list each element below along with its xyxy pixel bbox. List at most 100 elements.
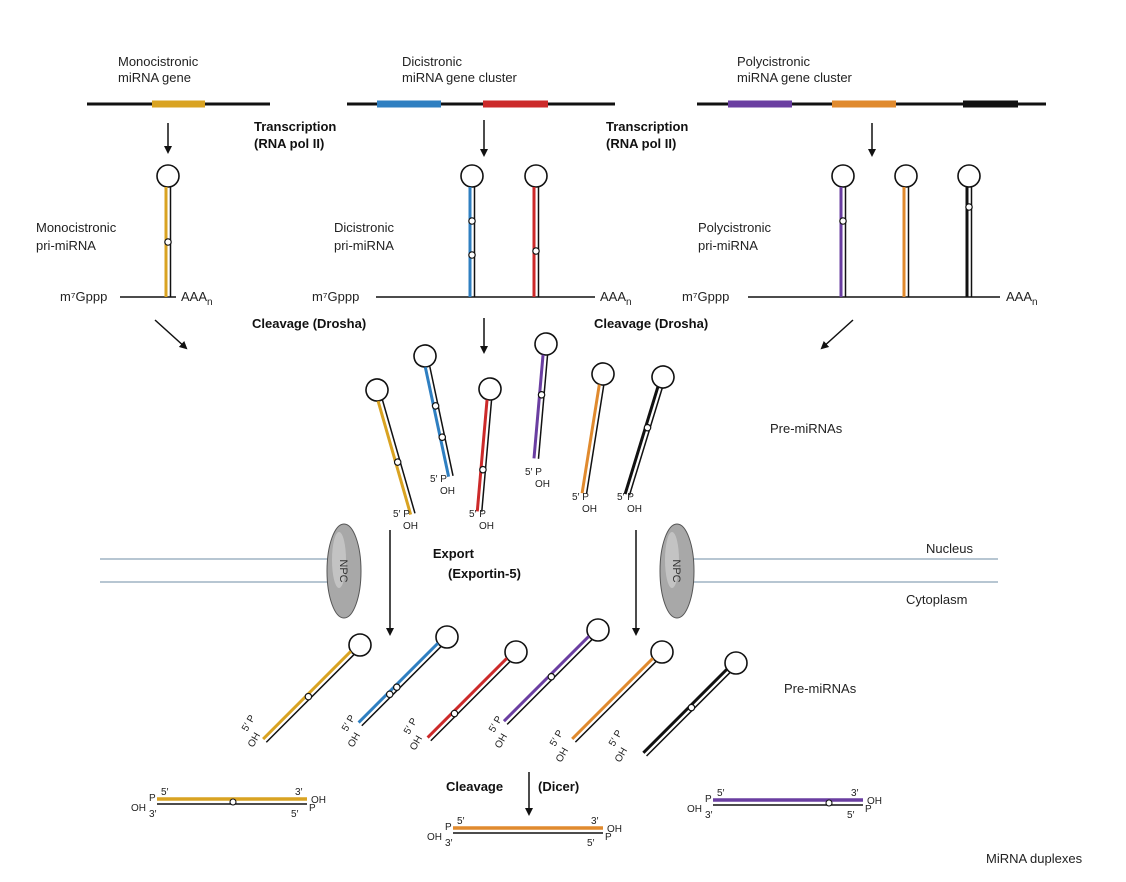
five-prime-bottom: 5′	[847, 810, 855, 821]
pre-mirna-cyt-blue	[357, 625, 459, 727]
svg-text:NPC: NPC	[337, 559, 349, 582]
oh-left: OH	[131, 803, 146, 814]
three-prime-top: 3′	[591, 816, 599, 827]
five-prime-label: 5′ P	[402, 716, 420, 736]
p-bottom: P	[865, 804, 872, 815]
pre-mirna-nuc-black	[623, 365, 675, 496]
mono-pri-backbone: m⁷Gppp AAAn	[60, 289, 213, 308]
three-prime-bottom: 3′	[705, 810, 713, 821]
oh-label: OH	[535, 479, 550, 490]
five-prime-bottom: 5′	[587, 838, 595, 849]
npc-left: NPC	[326, 523, 362, 619]
pre-mirna-nuc-orange	[580, 362, 615, 495]
three-prime-top: 3′	[295, 787, 303, 798]
pre-mirna-nuc-red	[475, 377, 502, 512]
pre-mirna-nuc-blue	[413, 344, 454, 478]
pri-hairpin-red	[524, 164, 548, 297]
five-prime-label: 5′ P	[240, 713, 258, 733]
three-prime-bottom: 3′	[445, 838, 453, 849]
di-gene-label-1: Dicistronic	[402, 54, 462, 69]
mono-pri-label-1: Monocistronic	[36, 220, 117, 235]
di-pri-label-1: Dicistronic	[334, 220, 394, 235]
mirna-duplexes: 5′POH3′3′OH5′P5′POH3′3′OH5′P5′POH3′3′OH5…	[131, 787, 882, 849]
export-label-2: (Exportin-5)	[448, 566, 521, 581]
pre-mirna-cyt-orange	[571, 640, 674, 743]
five-prime-label: 5′ P	[487, 714, 505, 734]
svg-text:m⁷Gppp: m⁷Gppp	[60, 289, 107, 304]
oh-right: OH	[607, 824, 622, 835]
cleavage-drosha-right: Cleavage (Drosha)	[594, 316, 708, 331]
oh-label: OH	[627, 504, 642, 515]
five-prime-label: 5′ P	[469, 509, 486, 520]
di-pri-label-2: pri-miRNA	[334, 238, 394, 253]
svg-text:m⁷Gppp: m⁷Gppp	[312, 289, 359, 304]
five-prime-bottom: 5′	[291, 809, 299, 820]
cytoplasm-label: Cytoplasm	[906, 592, 967, 607]
oh-right: OH	[867, 796, 882, 807]
poly-gene-label-2: miRNA gene cluster	[737, 70, 853, 85]
di-gene-label-2: miRNA gene cluster	[402, 70, 518, 85]
p-bottom: P	[605, 832, 612, 843]
poly-pri-label-1: Polycistronic	[698, 220, 771, 235]
transcription-label-left-1: Transcription	[254, 119, 336, 134]
oh-label: OH	[403, 521, 418, 532]
five-prime-label: 5′ P	[393, 509, 410, 520]
oh-label: OH	[582, 504, 597, 515]
p-top: P	[149, 793, 156, 804]
export-label-1: Export	[433, 546, 475, 561]
cleavage-dicer-label-1: Cleavage	[446, 779, 503, 794]
oh-right: OH	[311, 795, 326, 806]
three-prime-top: 3′	[851, 788, 859, 799]
oh-left: OH	[427, 832, 442, 843]
p-top: P	[445, 822, 452, 833]
pri-hairpins	[156, 164, 981, 297]
transcription-label-left-2: (RNA pol II)	[254, 136, 324, 151]
svg-text:AAAn: AAAn	[1006, 289, 1038, 308]
p-bottom: P	[309, 803, 316, 814]
five-prime-label: 5′ P	[430, 474, 447, 485]
five-prime-label: 5′ P	[340, 713, 358, 733]
pri-hairpin-yellow	[156, 164, 180, 297]
pri-hairpin-orange	[894, 164, 918, 297]
p-top: P	[705, 794, 712, 805]
transcription-label-right-2: (RNA pol II)	[606, 136, 676, 151]
three-prime-bottom: 3′	[149, 809, 157, 820]
five-prime-label: 5′ P	[525, 467, 542, 478]
pre-mirna-cyt-red	[426, 640, 528, 742]
duplexes-label: MiRNA duplexes	[986, 851, 1083, 866]
oh-left: OH	[687, 804, 702, 815]
five-prime-top: 5′	[457, 816, 465, 827]
svg-text:m⁷Gppp: m⁷Gppp	[682, 289, 729, 304]
pre-mirna-cyt-black	[642, 651, 748, 757]
svg-text:NPC: NPC	[670, 559, 682, 582]
mono-gene-label-2: miRNA gene	[118, 70, 191, 85]
pre-mirnas-label-nucleus: Pre-miRNAs	[770, 421, 843, 436]
transcription-label-right-1: Transcription	[606, 119, 688, 134]
npc-right: NPC	[659, 523, 695, 619]
pri-hairpin-blue	[460, 164, 484, 297]
mono-gene-label-1: Monocistronic	[118, 54, 199, 69]
cleavage-dicer-label-2: (Dicer)	[538, 779, 579, 794]
mono-pri-label-2: pri-miRNA	[36, 238, 96, 253]
five-prime-label: 5′ P	[548, 728, 566, 748]
poly-gene-label-1: Polycistronic	[737, 54, 810, 69]
pre-mirna-nuc-purple	[532, 332, 558, 459]
five-prime-label: 5′ P	[617, 492, 634, 503]
poly-pri-backbone: m⁷Gppp AAAn	[682, 289, 1038, 308]
svg-text:AAAn: AAAn	[181, 289, 213, 308]
five-prime-top: 5′	[161, 787, 169, 798]
arrow-drosha-left	[154, 319, 188, 350]
pri-hairpin-purple	[831, 164, 855, 297]
poly-pri-label-2: pri-miRNA	[698, 238, 758, 253]
pre-mirna-cyt-purple	[502, 618, 610, 725]
nucleus-label: Nucleus	[926, 541, 973, 556]
cleavage-drosha-left: Cleavage (Drosha)	[252, 316, 366, 331]
five-prime-label: 5′ P	[607, 728, 625, 748]
nuclear-envelope	[100, 558, 998, 583]
pri-hairpin-black	[957, 164, 981, 297]
